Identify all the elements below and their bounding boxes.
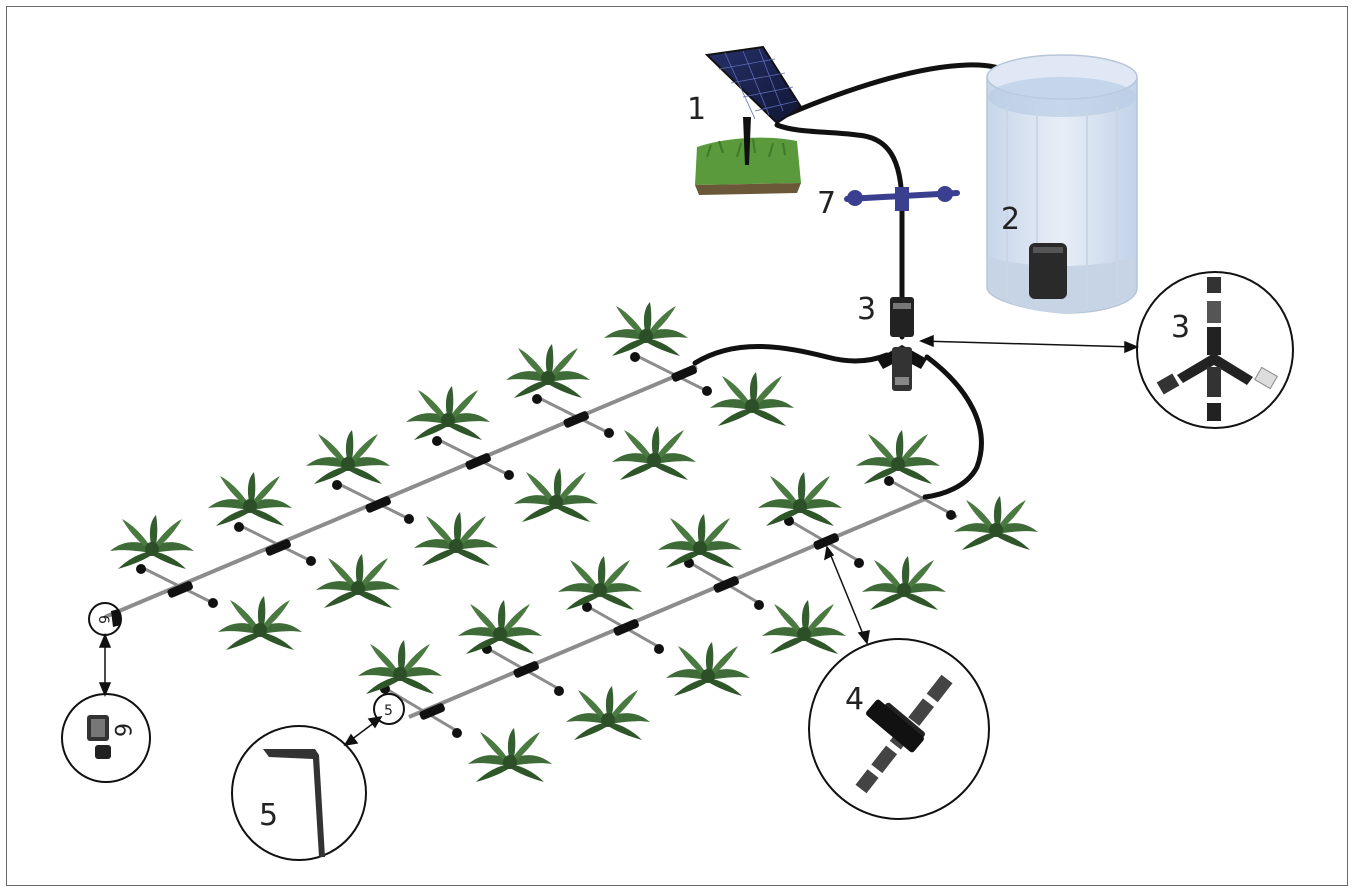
label-4: 4 <box>845 682 864 717</box>
label-6-detail: 6 <box>109 723 134 737</box>
marker-circle-stake <box>373 693 405 725</box>
drip-line-upper <box>104 352 712 619</box>
valve-7 <box>844 186 960 211</box>
water-tank <box>986 54 1138 314</box>
label-1: 1 <box>687 92 706 127</box>
lower-connectors <box>380 476 956 738</box>
upper-laterals <box>140 353 708 605</box>
label-3-detail: 3 <box>1171 310 1190 345</box>
solar-panel <box>695 45 803 195</box>
label-5: 5 <box>259 798 278 833</box>
label-7: 7 <box>817 186 836 221</box>
label-2: 2 <box>1001 202 1020 237</box>
end-cap-marker-cap <box>111 609 121 627</box>
upper-connectors <box>136 352 712 608</box>
tee-detail-icon <box>1156 277 1278 421</box>
submersible-pump <box>1029 243 1067 299</box>
stake-detail-icon <box>263 749 325 857</box>
label-3: 3 <box>857 292 876 327</box>
detail-circle-cross <box>808 638 990 820</box>
detail-circle-tee <box>1136 271 1294 429</box>
drip-line-lower <box>380 476 958 738</box>
cross-detail-icon <box>855 674 953 794</box>
label-5-marker: 5 <box>384 703 393 719</box>
tee-connector <box>877 297 927 391</box>
diagram-frame: 1 2 3 3 4 5 5 7 6 6 <box>6 6 1348 886</box>
arrows <box>98 334 1139 747</box>
detail-circle-stake <box>231 725 367 861</box>
drip-irrigation-diagram: 1 2 3 3 4 5 5 7 6 6 <box>61 45 1294 861</box>
label-6-marker: 6 <box>95 615 111 624</box>
end-cap-detail-icon <box>87 715 111 759</box>
